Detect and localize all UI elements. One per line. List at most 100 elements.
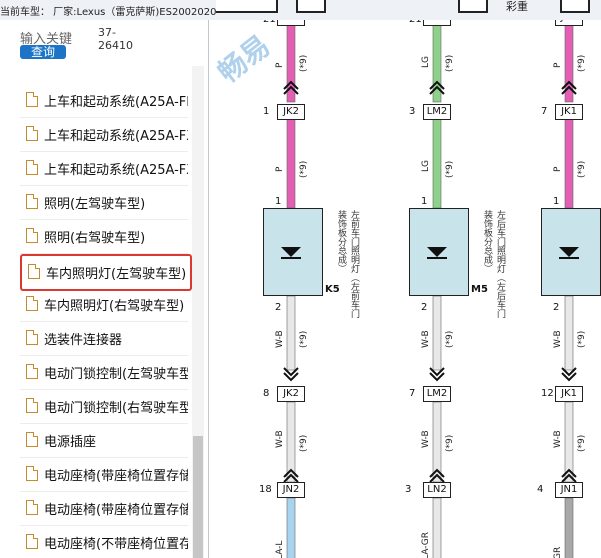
document-icon	[26, 126, 38, 141]
wire-note: (*9)	[299, 54, 309, 72]
wire	[432, 20, 442, 103]
connector-label: LN2	[277, 20, 305, 26]
wire	[432, 295, 442, 371]
lamp-id: K5	[325, 284, 340, 295]
toolbar-button[interactable]	[458, 0, 488, 13]
document-icon	[26, 194, 38, 209]
wire	[564, 20, 574, 103]
list-item[interactable]: 电动门锁控制(右驾驶车型	[20, 390, 188, 424]
pin-number: 8	[263, 388, 270, 399]
wire-note: (*9)	[577, 54, 587, 72]
wire-note: (*9)	[299, 160, 309, 178]
list-item[interactable]: 电动座椅(不带座椅位置存	[20, 526, 188, 558]
connector-label: LM2	[423, 386, 451, 402]
connector-chevron	[283, 367, 299, 382]
list-item-label: 上车和起动系统(A25A-FX	[44, 163, 188, 178]
wire-code: LG	[421, 56, 431, 68]
wire-code: P	[275, 166, 285, 172]
wire-note: (*9)	[577, 434, 587, 452]
pin-number: 2	[275, 302, 282, 313]
document-icon	[26, 500, 38, 515]
wire-code: LG	[421, 160, 431, 172]
connector-chevron	[429, 80, 445, 95]
list-item[interactable]: 电源插座	[20, 424, 188, 458]
wire-code: W-B	[421, 330, 431, 348]
list-item[interactable]: 上车和起动系统(A25A-FX	[20, 118, 188, 152]
pin-number: 4	[537, 484, 544, 495]
list-item-label: 上车和起动系统(A25A-FX	[44, 129, 188, 144]
wire-code: P	[275, 62, 285, 68]
search-panel: 输入关键 查询 37-26410	[0, 20, 205, 66]
wire-lines	[283, 20, 577, 558]
connector-label: LM2	[423, 104, 451, 120]
toolbar-button[interactable]	[560, 0, 590, 13]
document-icon	[26, 364, 38, 379]
document-icon	[26, 296, 38, 311]
list-item[interactable]: 电动座椅(带座椅位置存储	[20, 458, 188, 492]
wire-code: P	[553, 62, 563, 68]
wire-code: W-B	[421, 430, 431, 448]
title-bar: 当前车型： 厂家:Lexus（雷克萨斯)ES2002020 彩重	[0, 0, 601, 21]
document-icon	[28, 264, 40, 279]
wire-code: GR	[553, 546, 563, 558]
list-item[interactable]: 车内照明灯(右驾驶车型)	[20, 288, 188, 322]
list-item[interactable]: 上车和起动系统(A25A-FK	[20, 84, 188, 118]
list-item[interactable]: 照明(左驾驶车型)	[20, 186, 188, 220]
list-item-label: 电动门锁控制(右驾驶车型	[44, 401, 188, 416]
pin-number: 21	[263, 20, 276, 25]
wire-note: (*9)	[577, 330, 587, 348]
wire	[286, 497, 296, 558]
wire-note: (*9)	[445, 54, 455, 72]
list-item[interactable]: 选装件连接器	[20, 322, 188, 356]
lamp-description: 左前车门照明灯（左前车门装饰板分总成）	[336, 210, 359, 318]
lamp-description: 左后车门照明灯（左后车门装饰板分总成）	[482, 210, 505, 318]
list-item-label: 电动座椅(带座椅位置存储	[44, 469, 188, 484]
list-item[interactable]: 上车和起动系统(A25A-FX	[20, 152, 188, 186]
connector-chevron	[561, 367, 577, 382]
document-icon	[26, 160, 38, 175]
document-icon	[26, 534, 38, 549]
wire-note: (*9)	[299, 330, 309, 348]
list-item[interactable]: 车内照明灯(左驾驶车型)	[20, 254, 192, 291]
query-button[interactable]: 查询	[20, 45, 66, 59]
pin-number: 1	[421, 196, 428, 207]
connector-chevron	[561, 80, 577, 95]
search-label: 输入关键	[20, 32, 73, 47]
list-item-label: 车内照明灯(左驾驶车型)	[46, 267, 187, 282]
list-scrollbar[interactable]	[192, 66, 204, 558]
toolbar-button[interactable]	[296, 0, 326, 13]
list-item-label: 电动座椅(不带座椅位置存	[44, 537, 188, 552]
sidebar: 输入关键 查询 37-26410 上车和起动系统(A25A-FK 上车和起动系统(…	[0, 20, 209, 558]
connector-label: JK1	[555, 386, 583, 402]
list-item[interactable]: 照明(右驾驶车型)	[20, 220, 188, 254]
connector-chevron	[283, 80, 299, 95]
list-item[interactable]: 电动座椅(带座椅位置存储	[20, 492, 188, 526]
connector-label: JK1	[555, 104, 583, 120]
list-item[interactable]: 电动门锁控制(左驾驶车型	[20, 356, 188, 390]
scrollbar-thumb[interactable]	[193, 436, 203, 558]
document-icon	[26, 228, 38, 243]
connector-label: JN2	[277, 482, 305, 498]
connector-chevron	[283, 468, 299, 483]
lamp-id: M5	[471, 284, 488, 295]
wire-code: W-B	[553, 430, 563, 448]
wire	[286, 117, 296, 209]
wire-code: P	[553, 166, 563, 172]
pin-number: 7	[409, 388, 416, 399]
pin-number: 1	[275, 196, 282, 207]
toolbar-button[interactable]	[216, 0, 278, 13]
pin-number: 18	[259, 484, 272, 495]
connector-label: LN2	[423, 482, 451, 498]
document-icon	[26, 398, 38, 413]
pin-number: 3	[409, 106, 416, 117]
wire	[286, 295, 296, 371]
list-item-label: 上车和起动系统(A25A-FK	[44, 95, 188, 110]
wire-code: W-B	[275, 430, 285, 448]
led-icon	[279, 244, 303, 259]
connector-chevron	[429, 367, 445, 382]
led-icon	[557, 244, 581, 259]
document-icon	[26, 92, 38, 107]
pin-number: 2	[553, 302, 560, 313]
wire-note: (*9)	[445, 160, 455, 178]
search-input[interactable]: 37-26410	[98, 26, 133, 52]
